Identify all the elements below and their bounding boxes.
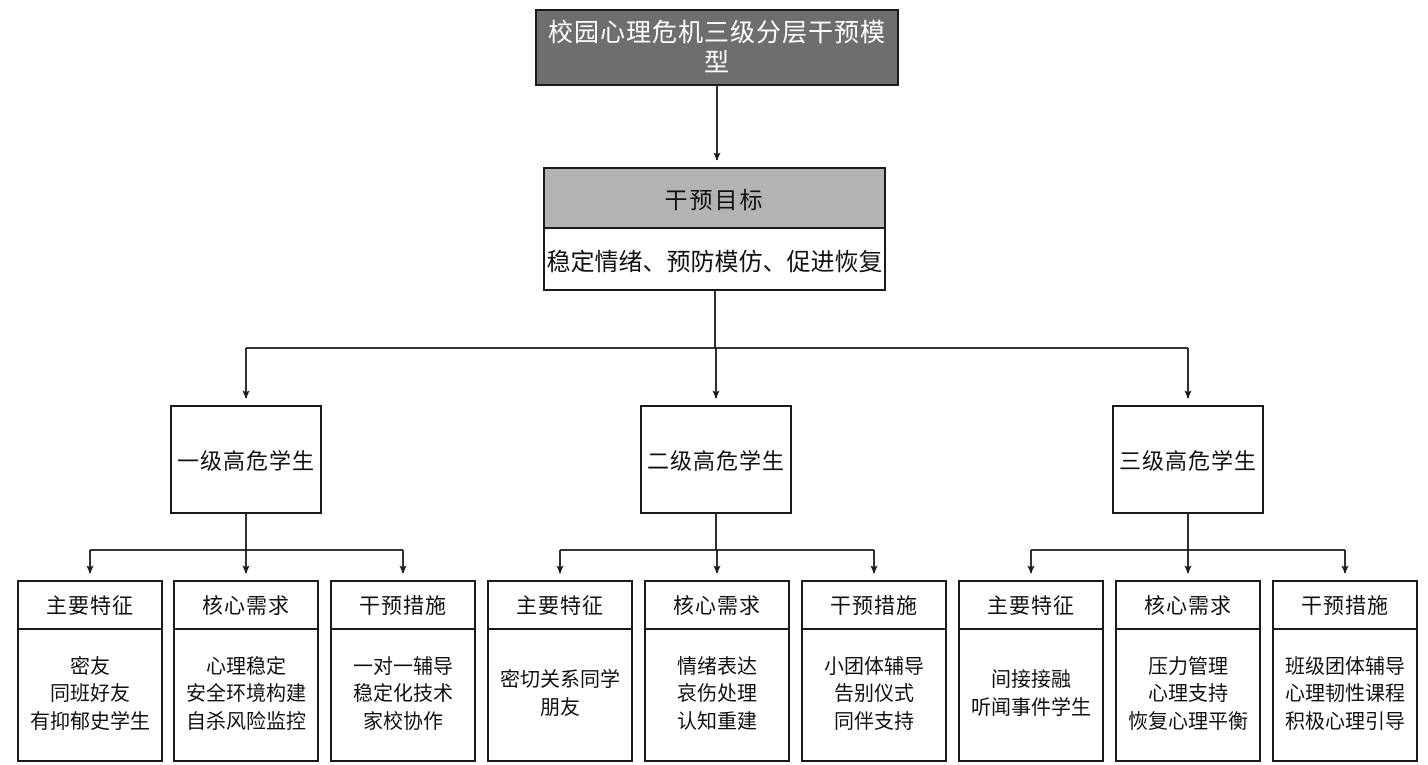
leaf-header: 核心需求 [646,582,788,630]
leaf-node-l1-features[interactable]: 主要特征 密友 同班好友 有抑郁史学生 [17,580,163,762]
leaf-line: 认知重建 [677,710,757,733]
leaf-body: 情绪表达 哀伤处理 认知重建 [646,630,788,760]
leaf-body: 间接接融 听闻事件学生 [960,630,1102,760]
leaf-node-l2-features[interactable]: 主要特征 密切关系同学 朋友 [487,580,633,762]
leaf-node-l1-measures[interactable]: 干预措施 一对一辅导 稳定化技术 家校协作 [330,580,476,762]
level-node-3-label: 三级高危学生 [1118,448,1257,474]
leaf-line: 积极心理引导 [1285,710,1405,733]
leaf-body: 心理稳定 安全环境构建 自杀风险监控 [175,630,317,760]
leaf-line: 哀伤处理 [677,683,757,706]
level-node-1[interactable]: 一级高危学生 [170,405,322,514]
level-node-3[interactable]: 三级高危学生 [1112,405,1264,514]
leaf-line: 心理稳定 [206,655,286,678]
leaf-line: 密切关系同学 [500,669,620,692]
leaf-line: 朋友 [540,697,580,719]
leaf-line: 家校协作 [363,710,443,733]
leaf-header: 主要特征 [489,582,631,630]
leaf-header: 核心需求 [175,582,317,630]
leaf-line: 密友 [70,655,110,678]
leaf-line: 心理韧性课程 [1285,683,1405,706]
leaf-header: 主要特征 [960,582,1102,630]
leaf-body: 压力管理 心理支持 恢复心理平衡 [1117,630,1259,760]
leaf-line: 有抑郁史学生 [30,710,150,733]
leaf-body: 一对一辅导 稳定化技术 家校协作 [332,630,474,760]
leaf-node-l1-needs[interactable]: 核心需求 心理稳定 安全环境构建 自杀风险监控 [173,580,319,762]
leaf-node-l3-measures[interactable]: 干预措施 班级团体辅导 心理韧性课程 积极心理引导 [1272,580,1418,762]
goal-node-body: 稳定情绪、预防模仿、促进恢复 [545,229,884,289]
leaf-line: 压力管理 [1148,655,1228,678]
leaf-line: 班级团体辅导 [1285,655,1405,678]
leaf-line: 同班好友 [50,683,130,706]
leaf-line: 情绪表达 [677,655,757,678]
root-title-node[interactable]: 校园心理危机三级分层干预模型 [535,9,899,86]
level-node-2-label: 二级高危学生 [646,448,785,474]
leaf-line: 自杀风险监控 [186,710,306,733]
leaf-line: 小团体辅导 [824,655,924,678]
level-node-1-label: 一级高危学生 [176,448,315,474]
leaf-line: 心理支持 [1148,683,1228,706]
leaf-line: 告别仪式 [834,683,914,706]
leaf-node-l2-needs[interactable]: 核心需求 情绪表达 哀伤处理 认知重建 [644,580,790,762]
leaf-body: 密切关系同学 朋友 [489,630,631,760]
leaf-header: 核心需求 [1117,582,1259,630]
leaf-header: 干预措施 [332,582,474,630]
leaf-node-l3-needs[interactable]: 核心需求 压力管理 心理支持 恢复心理平衡 [1115,580,1261,762]
leaf-line: 听闻事件学生 [971,697,1091,719]
leaf-line: 同伴支持 [834,710,914,733]
level-node-2[interactable]: 二级高危学生 [640,405,792,514]
goal-node[interactable]: 干预目标 稳定情绪、预防模仿、促进恢复 [543,167,886,291]
leaf-line: 稳定化技术 [353,683,453,706]
leaf-body: 小团体辅导 告别仪式 同伴支持 [803,630,945,760]
leaf-node-l3-features[interactable]: 主要特征 间接接融 听闻事件学生 [958,580,1104,762]
root-title-text: 校园心理危机三级分层干预模型 [547,17,886,77]
leaf-header: 主要特征 [19,582,161,630]
leaf-line: 间接接融 [991,669,1071,692]
leaf-body: 密友 同班好友 有抑郁史学生 [19,630,161,760]
leaf-header: 干预措施 [803,582,945,630]
leaf-line: 恢复心理平衡 [1128,710,1248,733]
goal-node-header: 干预目标 [545,169,884,229]
leaf-line: 安全环境构建 [186,683,306,706]
leaf-header: 干预措施 [1274,582,1416,630]
leaf-line: 一对一辅导 [353,655,453,678]
leaf-body: 班级团体辅导 心理韧性课程 积极心理引导 [1274,630,1416,760]
leaf-node-l2-measures[interactable]: 干预措施 小团体辅导 告别仪式 同伴支持 [801,580,947,762]
